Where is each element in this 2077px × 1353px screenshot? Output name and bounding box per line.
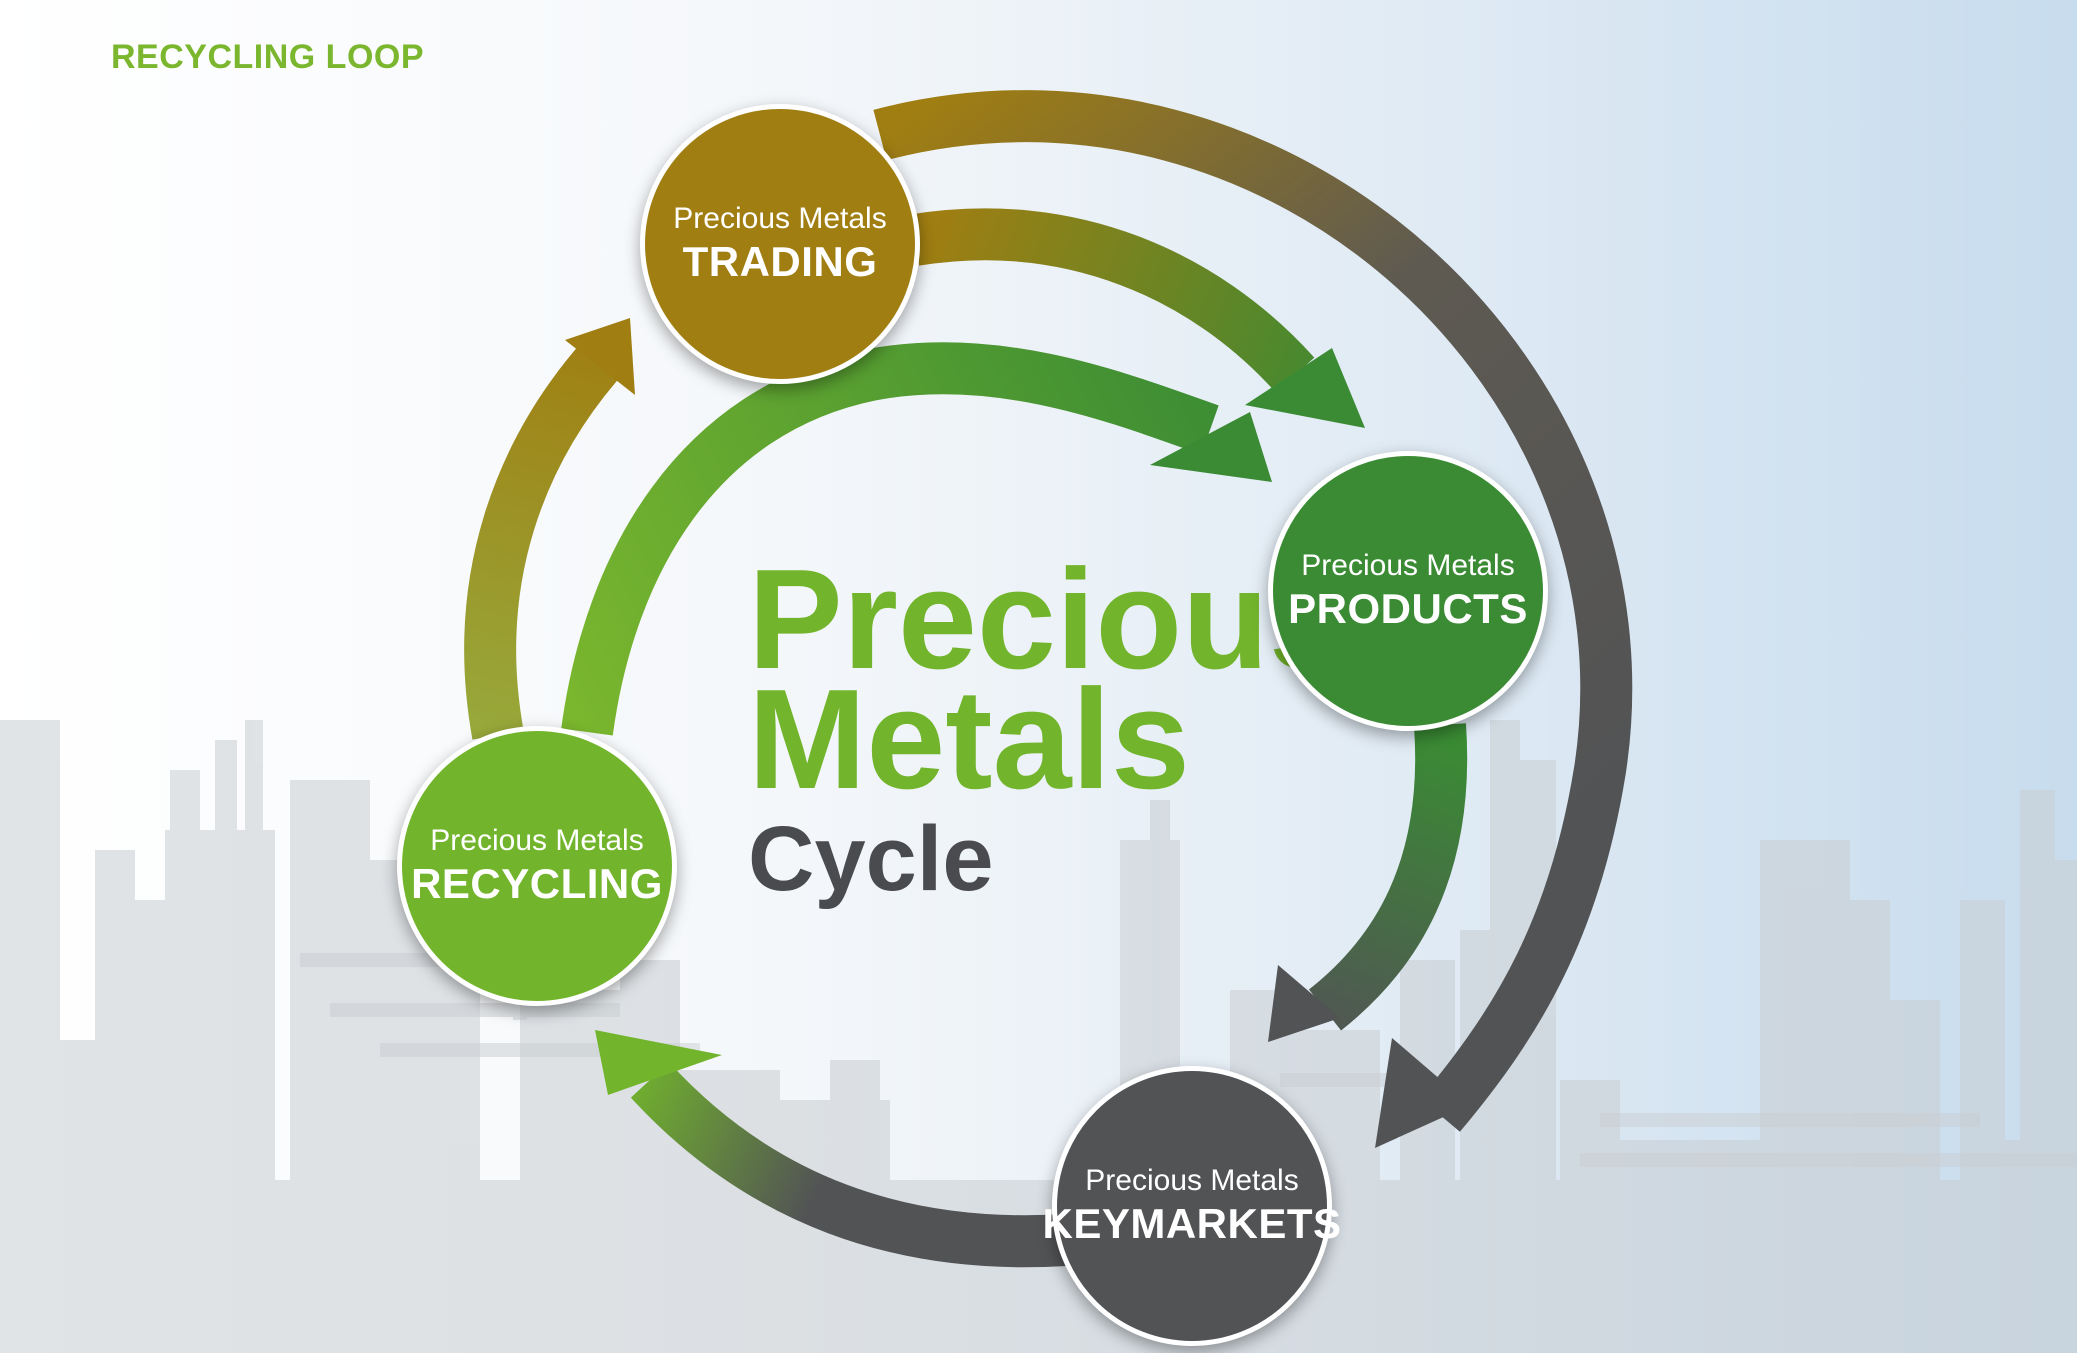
center-title-line2: Metals [748, 660, 1190, 819]
node-keymarkets-label: KEYMARKETS [1042, 1200, 1342, 1247]
node-keymarkets-prefix: Precious Metals [1085, 1164, 1299, 1197]
section-label: RECYCLING LOOP [111, 38, 425, 76]
center-title-line3: Cycle [748, 808, 994, 910]
arrow-trading-to-keymarkets [873, 90, 1633, 1132]
node-trading: Precious Metals TRADING [640, 104, 920, 384]
arrow-keymarkets-to-recycling [630, 1062, 1067, 1268]
arrow-recycling-to-trading [464, 337, 625, 740]
node-keymarkets: Precious Metals KEYMARKETS [1042, 1066, 1341, 1346]
node-recycling: Precious Metals RECYCLING [397, 726, 677, 1006]
arrowhead-products-to-keymarkets [1268, 965, 1340, 1042]
arrowhead-recycling-to-products [1150, 412, 1272, 482]
arrow-trading-to-products [910, 208, 1315, 393]
node-recycling-label: RECYCLING [411, 860, 663, 907]
arrowhead-trading-to-keymarkets [1375, 1038, 1470, 1148]
center-title: Precious Metals Cycle [748, 540, 1348, 914]
node-products: Precious Metals PRODUCTS [1268, 451, 1548, 731]
node-recycling-prefix: Precious Metals [430, 824, 644, 857]
node-trading-prefix: Precious Metals [673, 202, 887, 235]
arrow-products-to-keymarkets [1308, 723, 1468, 1031]
arrowhead-recycling-to-trading [565, 318, 635, 395]
center-title-line1: Precious [748, 540, 1348, 699]
arrowhead-keymarkets-to-recycling [595, 1030, 722, 1095]
node-products-label: PRODUCTS [1288, 585, 1528, 632]
arrowhead-trading-to-products [1245, 348, 1365, 428]
node-trading-label: TRADING [682, 238, 878, 285]
arrow-recycling-to-products [561, 342, 1219, 736]
node-products-prefix: Precious Metals [1301, 549, 1515, 582]
